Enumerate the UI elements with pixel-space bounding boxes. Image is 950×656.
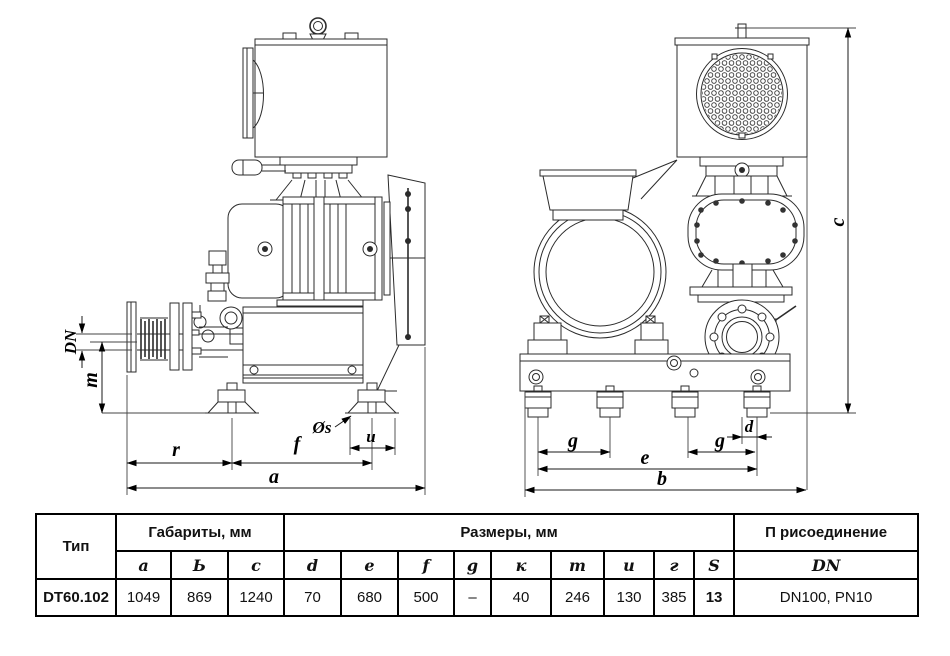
col-header-s: S [692, 550, 736, 580]
value-d: 70 [283, 578, 342, 617]
dim-label-g-left: g [567, 430, 578, 452]
col-header-b: Ь [170, 550, 229, 580]
col-header-a: a [115, 550, 172, 580]
inlet-bellows-assembly [126, 301, 243, 373]
row-type: DT60.102 [35, 578, 117, 617]
dim-label-m: m [80, 372, 102, 388]
dim-label-u: u [366, 427, 375, 446]
side-flange-disc [242, 47, 254, 139]
filter-box-lid [254, 38, 388, 46]
dim-label-r: r [172, 439, 180, 461]
table-header-type: Тип [35, 513, 117, 580]
safety-valve [193, 250, 243, 343]
value-b: 869 [170, 578, 229, 617]
table-header-razmery: Размеры, мм [282, 513, 736, 552]
value-s: 13 [692, 578, 736, 617]
col-header-g2: г [653, 550, 695, 580]
filter-box-side [254, 44, 388, 158]
value-i: 130 [603, 578, 655, 617]
dimensions-side-view: DN m r f a Øs u [61, 316, 426, 495]
dim-label-f: f [294, 433, 303, 455]
value-a: 1049 [115, 578, 172, 617]
front-view-drawing: c g g d e b [519, 23, 856, 497]
top-pin [737, 23, 747, 39]
feet-front [524, 385, 771, 418]
col-header-k: к [490, 550, 552, 580]
col-header-dn: DN [733, 550, 920, 580]
foot-right-side [345, 382, 399, 414]
value-g2: 385 [653, 578, 695, 617]
blower-body-side [227, 196, 391, 301]
lifting-eye [309, 17, 327, 35]
value-k: 40 [490, 578, 552, 617]
outlet-bracket [692, 156, 792, 197]
base-frame-front [519, 315, 791, 392]
col-header-f: f [397, 550, 455, 580]
guard-funnel [539, 169, 637, 221]
dim-label-c: c [827, 217, 849, 226]
dimensions-table: Тип Габариты, мм Размеры, мм П рисоедине… [35, 513, 920, 617]
technical-drawing: DN m r f a Øs u [61, 17, 856, 497]
value-dn: DN100, PN10 [733, 578, 920, 617]
value-f: 500 [397, 578, 455, 617]
filter-box-front-lid [674, 37, 810, 46]
col-header-t: т [550, 550, 605, 580]
dim-label-b: b [657, 468, 667, 490]
dim-label-dn: DN [61, 329, 80, 355]
col-header-e: e [340, 550, 399, 580]
dim-label-g-right: g [714, 430, 725, 452]
value-e: 680 [340, 578, 399, 617]
col-header-g: g [453, 550, 492, 580]
col-header-d: d [283, 550, 342, 580]
drain-handle [231, 159, 286, 176]
base-frame-side [229, 306, 364, 384]
side-view-drawing: DN m r f a Øs u [61, 17, 426, 495]
dim-label-os: Øs [312, 418, 332, 437]
belt-guard-front [533, 205, 667, 339]
dim-label-a: a [269, 466, 279, 488]
table-header-gabarity: Габариты, мм [115, 513, 285, 552]
blower-casing-front [687, 193, 805, 271]
dimensions-front-view: c g g d e b [524, 27, 856, 497]
inlet-grille [696, 48, 788, 140]
table-header-connection: П рисоединение [733, 513, 920, 552]
table-row: DT60.102 1049 869 1240 70 680 500 – 40 2… [35, 578, 920, 617]
value-t: 246 [550, 578, 605, 617]
col-header-c: c [227, 550, 285, 580]
foot-left-side [205, 382, 259, 414]
col-header-i: и [603, 550, 655, 580]
value-g: – [453, 578, 492, 617]
dim-label-d: d [745, 417, 754, 436]
dim-label-e: e [641, 447, 650, 469]
value-c: 1240 [227, 578, 285, 617]
